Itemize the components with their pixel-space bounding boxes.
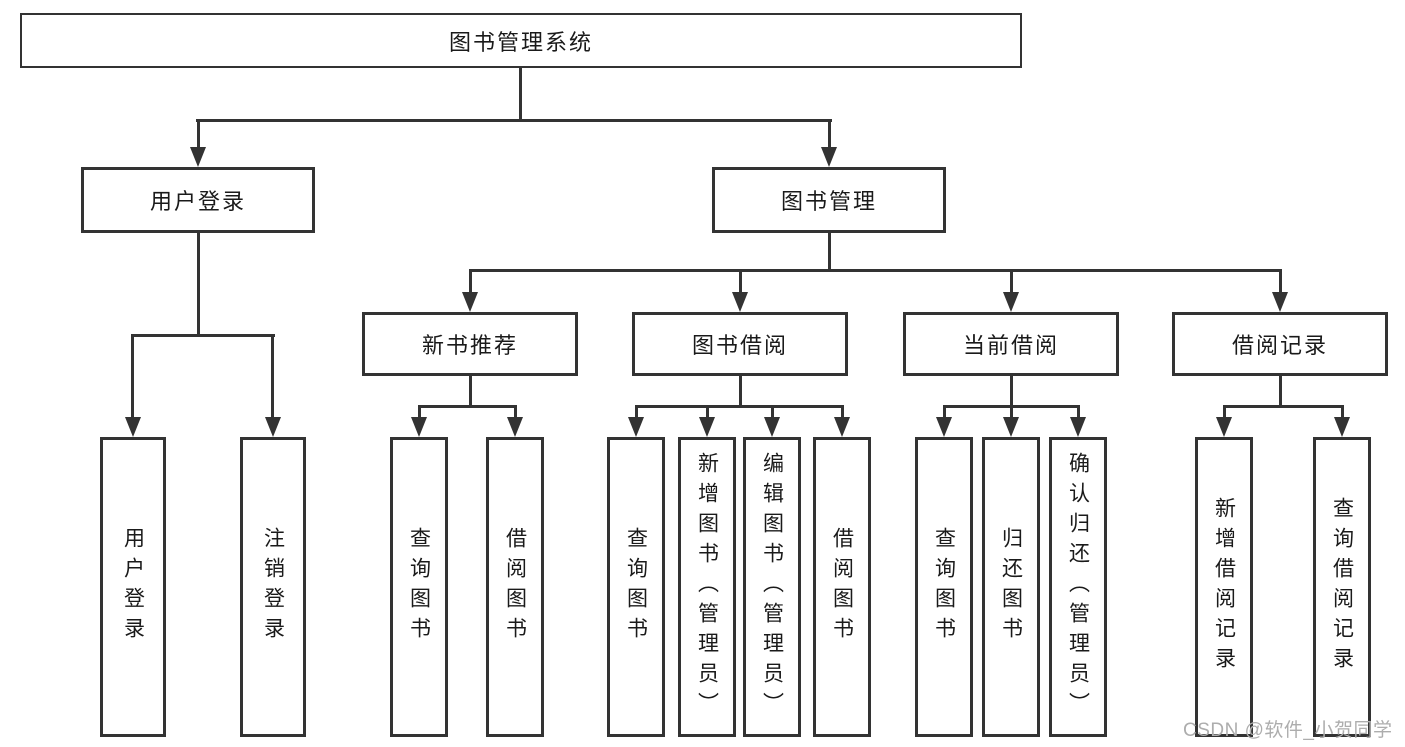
connector-line — [469, 269, 472, 294]
node-borrowing-records: 借阅记录 — [1172, 312, 1388, 376]
connector-line — [739, 269, 742, 294]
arrowhead-down — [1070, 417, 1086, 437]
node-label: 用户登录 — [121, 527, 145, 647]
connector-line — [131, 334, 134, 419]
connector-line — [1279, 269, 1282, 294]
arrowhead-down — [411, 417, 427, 437]
connector-line — [469, 376, 472, 408]
connector-line — [197, 119, 200, 149]
node-book-borrowing: 图书借阅 — [632, 312, 848, 376]
arrowhead-down — [507, 417, 523, 437]
node-label: 注销登录 — [261, 527, 285, 647]
node-label: 查询借阅记录 — [1330, 497, 1354, 677]
connector-line — [418, 405, 421, 419]
connector-line — [131, 334, 275, 337]
arrowhead-down — [1272, 292, 1288, 312]
leaf-borrowing-add-books-admin: 新增图书（管理员） — [678, 437, 736, 737]
node-label: 图书借阅 — [691, 333, 788, 358]
arrowhead-down — [1003, 417, 1019, 437]
arrowhead-down — [764, 417, 780, 437]
leaf-records-add-borrow-record: 新增借阅记录 — [1195, 437, 1253, 737]
leaf-current-confirm-return-admin: 确认归还（管理员） — [1049, 437, 1107, 737]
node-label: 新增借阅记录 — [1212, 497, 1236, 677]
node-label: 新增图书（管理员） — [695, 452, 719, 722]
node-user-login: 用户登录 — [81, 167, 315, 233]
leaf-newbook-borrow-books: 借阅图书 — [486, 437, 544, 737]
leaf-newbook-query-books: 查询图书 — [390, 437, 448, 737]
connector-line — [706, 405, 709, 419]
connector-line — [519, 68, 522, 121]
watermark: CSDN @软件_小贺同学 — [1183, 720, 1393, 741]
node-label: 当前借阅 — [962, 333, 1059, 358]
connector-line — [196, 119, 832, 122]
leaf-borrowing-borrow-books: 借阅图书 — [813, 437, 871, 737]
node-label: 借阅图书 — [830, 527, 854, 647]
connector-line — [469, 269, 1282, 272]
leaf-user-login: 用户登录 — [100, 437, 166, 737]
connector-line — [828, 119, 831, 149]
connector-line — [841, 405, 844, 419]
arrowhead-down — [1216, 417, 1232, 437]
node-label: 确认归还（管理员） — [1066, 452, 1090, 722]
leaf-logout: 注销登录 — [240, 437, 306, 737]
connector-line — [197, 233, 200, 337]
connector-line — [1223, 405, 1344, 408]
arrowhead-down — [1334, 417, 1350, 437]
connector-line — [418, 405, 517, 408]
node-book-management: 图书管理 — [712, 167, 946, 233]
connector-line — [514, 405, 517, 419]
leaf-current-query-books: 查询图书 — [915, 437, 973, 737]
node-label: 归还图书 — [999, 527, 1023, 647]
arrowhead-down — [628, 417, 644, 437]
node-label: 编辑图书（管理员） — [760, 452, 784, 722]
arrowhead-down — [190, 147, 206, 167]
leaf-borrowing-query-books: 查询图书 — [607, 437, 665, 737]
arrowhead-down — [732, 292, 748, 312]
connector-line — [1279, 376, 1282, 408]
node-label: 图书管理 — [780, 189, 877, 214]
leaf-borrowing-edit-books-admin: 编辑图书（管理员） — [743, 437, 801, 737]
arrowhead-down — [265, 417, 281, 437]
node-label: 借阅记录 — [1231, 333, 1328, 358]
connector-line — [771, 405, 774, 419]
arrowhead-down — [1003, 292, 1019, 312]
node-label: 图书管理系统 — [448, 29, 593, 55]
connector-line — [1010, 269, 1013, 294]
connector-line — [943, 405, 946, 419]
connector-line — [1077, 405, 1080, 419]
arrowhead-down — [699, 417, 715, 437]
node-label: 查询图书 — [624, 527, 648, 647]
node-label: 借阅图书 — [503, 527, 527, 647]
connector-line — [635, 405, 638, 419]
arrowhead-down — [125, 417, 141, 437]
connector-line — [739, 376, 742, 408]
node-new-book-recommend: 新书推荐 — [362, 312, 578, 376]
node-current-borrowing: 当前借阅 — [903, 312, 1119, 376]
node-library-management-system: 图书管理系统 — [20, 13, 1022, 68]
connector-line — [828, 233, 831, 272]
connector-line — [1010, 376, 1013, 408]
arrowhead-down — [821, 147, 837, 167]
node-label: 查询图书 — [407, 527, 431, 647]
arrowhead-down — [834, 417, 850, 437]
arrowhead-down — [936, 417, 952, 437]
node-label: 用户登录 — [149, 189, 246, 214]
connector-line — [1341, 405, 1344, 419]
leaf-records-query-borrow-record: 查询借阅记录 — [1313, 437, 1371, 737]
connector-line — [1010, 405, 1013, 419]
connector-line — [271, 334, 274, 419]
leaf-current-return-books: 归还图书 — [982, 437, 1040, 737]
connector-line — [635, 405, 844, 408]
connector-line — [1223, 405, 1226, 419]
arrowhead-down — [462, 292, 478, 312]
node-label: 新书推荐 — [421, 333, 518, 358]
node-label: 查询图书 — [932, 527, 956, 647]
